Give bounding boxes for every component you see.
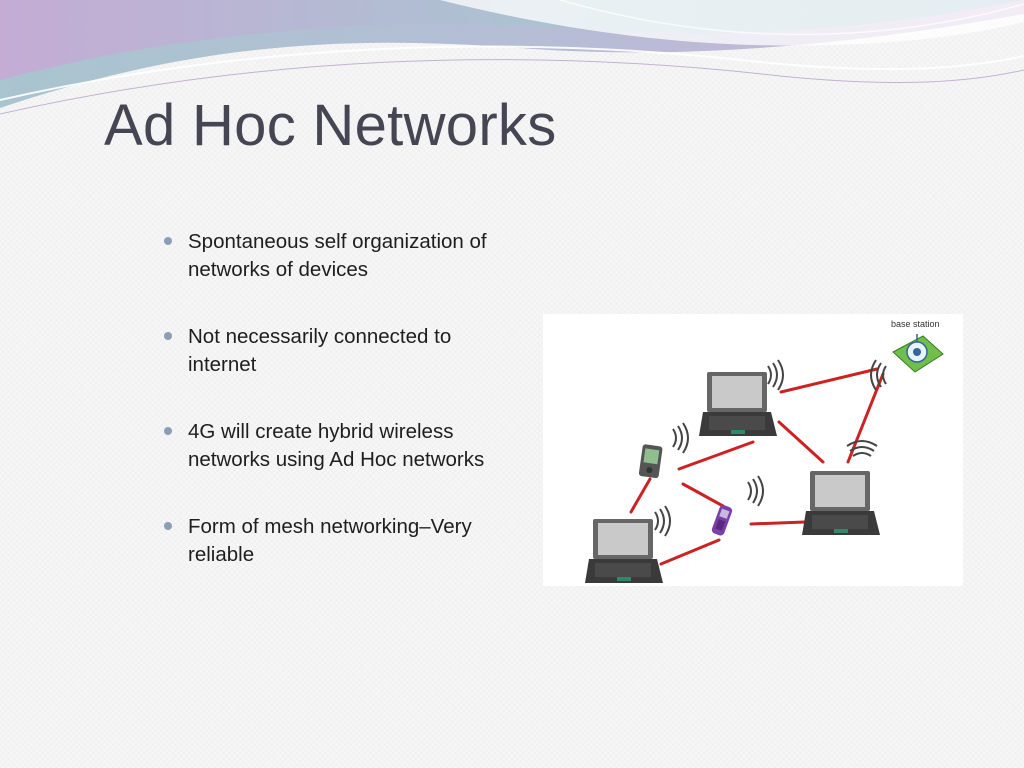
ad-hoc-network-diagram: base station: [543, 314, 963, 586]
bullet-item: 4G will create hybrid wireless networks …: [160, 418, 520, 473]
laptop-icon: [585, 519, 663, 583]
bullet-text: Not necessarily connected to internet: [188, 325, 452, 376]
laptop-icon: [699, 372, 777, 436]
bullet-item: Form of mesh networking–Very reliable: [160, 513, 520, 568]
header-wave-decoration: [0, 0, 1024, 115]
bullet-dot-icon: [164, 332, 172, 340]
mobile-phone-icon: [711, 505, 733, 536]
slide-title: Ad Hoc Networks: [104, 93, 557, 158]
bullet-text: Spontaneous self organization of network…: [188, 230, 487, 281]
network-links: [629, 367, 885, 566]
bullet-text: 4G will create hybrid wireless networks …: [188, 420, 485, 471]
bullet-dot-icon: [164, 237, 172, 245]
base-station-label: base station: [891, 319, 940, 329]
bullet-dot-icon: [164, 522, 172, 530]
bullet-item: Spontaneous self organization of network…: [160, 228, 520, 283]
bullet-dot-icon: [164, 427, 172, 435]
laptop-icon: [802, 471, 880, 535]
pda-icon: [638, 444, 663, 479]
bullet-text: Form of mesh networking–Very reliable: [188, 515, 472, 566]
bullet-item: Not necessarily connected to internet: [160, 323, 520, 378]
bullet-list: Spontaneous self organization of network…: [160, 228, 520, 568]
base-station-icon: [892, 334, 944, 373]
